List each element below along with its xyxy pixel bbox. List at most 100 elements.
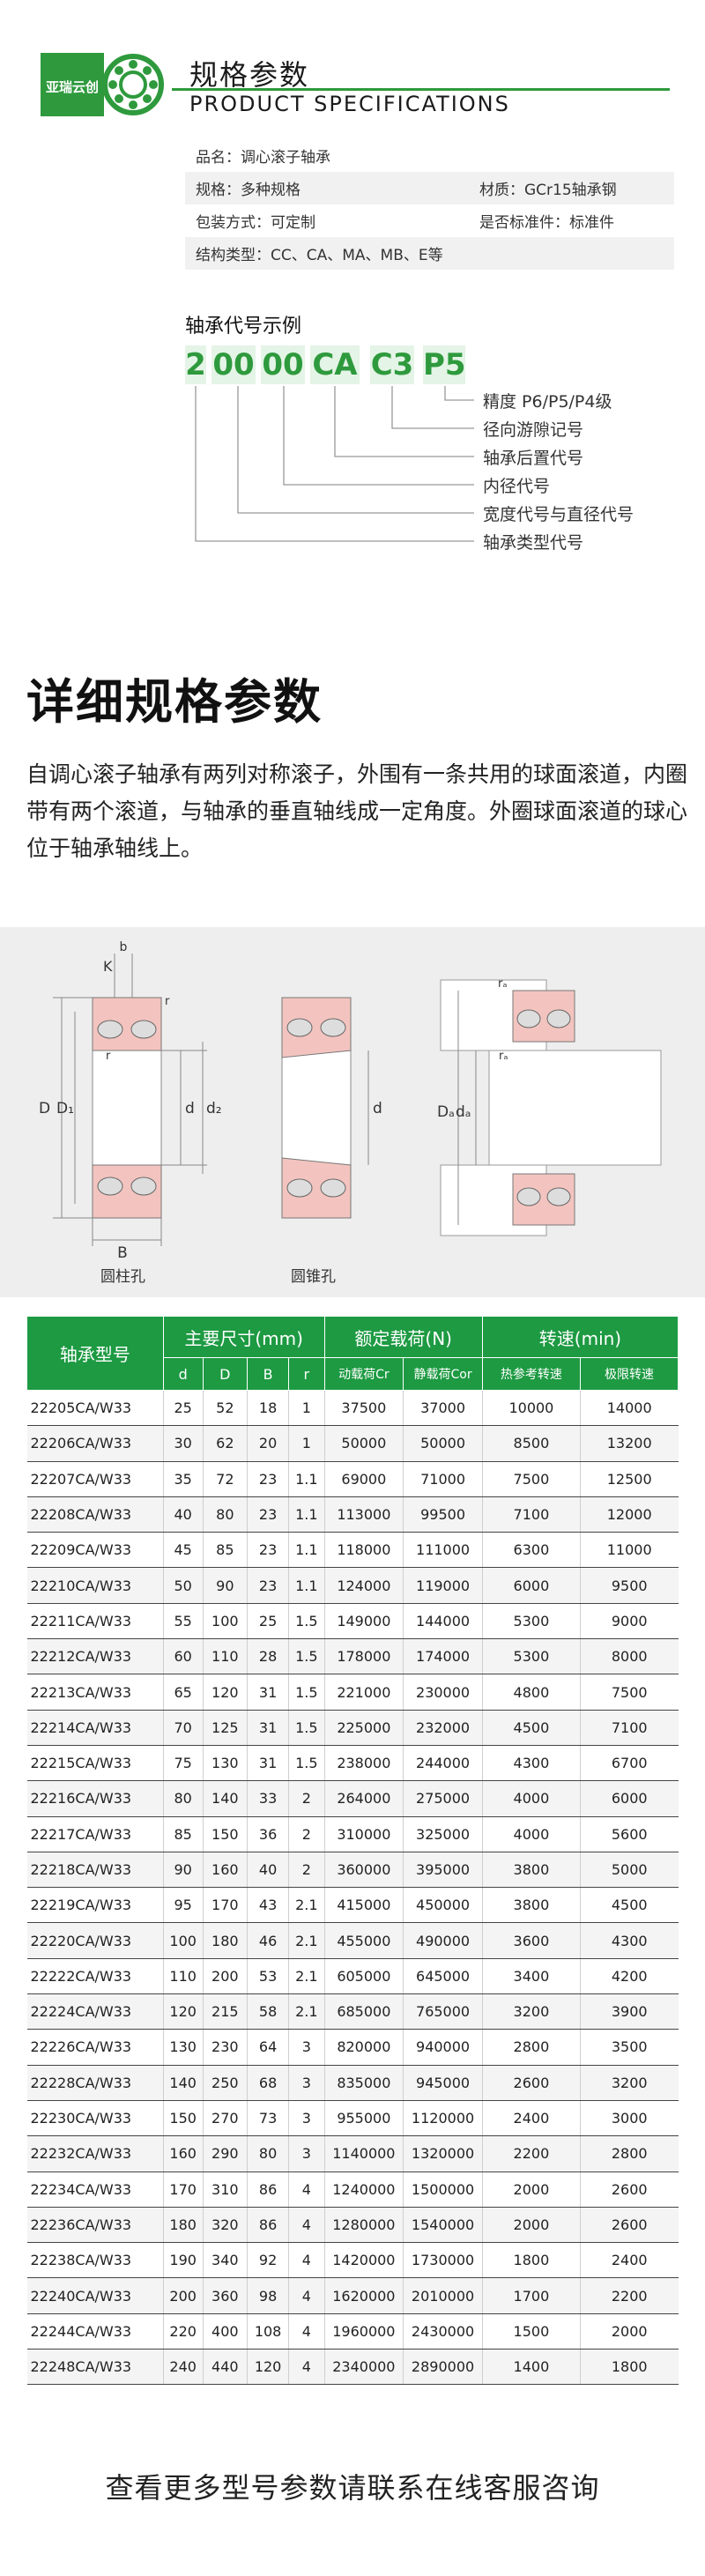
caption-tapered-bore: 圆锥孔: [291, 1268, 336, 1286]
cell-r: 2.1: [288, 1958, 325, 1995]
bearing-diagram: b K r r D D₁ d d₂ B d: [0, 927, 705, 1297]
cell-d: 120: [163, 1993, 204, 2030]
cell-limit-speed: 4200: [580, 1958, 679, 1995]
svg-text:亚瑞云创: 亚瑞云创: [46, 79, 99, 95]
cell-ref-speed: 5300: [482, 1603, 581, 1640]
cell-B: 43: [247, 1887, 290, 1924]
cell-d: 140: [163, 2065, 204, 2101]
cell-ref-speed: 6000: [482, 1567, 581, 1604]
cell-r: 2.1: [288, 1887, 325, 1924]
cell-d: 60: [163, 1638, 204, 1675]
cell-r: 1.1: [288, 1567, 325, 1604]
cell-limit-speed: 2800: [580, 2135, 679, 2172]
cell-ref-speed: 3800: [482, 1887, 581, 1924]
cell-d: 180: [163, 2207, 204, 2244]
cell-cr: 118000: [324, 1532, 404, 1569]
cell-B: 108: [247, 2313, 290, 2350]
cell-B: 98: [247, 2277, 290, 2314]
cell-model: 22240CA/W33: [26, 2277, 164, 2314]
cell-cor: 119000: [403, 1567, 483, 1604]
cell-limit-speed: 5000: [580, 1852, 679, 1889]
cell-B: 20: [247, 1425, 290, 1462]
cell-model: 22230CA/W33: [26, 2100, 164, 2137]
cell-d: 40: [163, 1496, 204, 1533]
header-speed: 转速(min): [481, 1316, 679, 1358]
svg-text:b: b: [120, 940, 128, 954]
product-info-table: 品名：调心滚子轴承 规格：多种规格 材质：GCr15轴承钢 包装方式：可定制 是…: [185, 139, 674, 270]
svg-text:K: K: [103, 958, 113, 975]
cell-cr: 264000: [324, 1780, 404, 1817]
cell-model: 22211CA/W33: [26, 1603, 164, 1640]
cell-cor: 244000: [403, 1745, 483, 1782]
cell-cr: 605000: [324, 1958, 404, 1995]
cell-r: 4: [288, 2349, 325, 2386]
cell-r: 1: [288, 1425, 325, 1462]
cell-ref-speed: 5300: [482, 1638, 581, 1675]
cell-B: 53: [247, 1958, 290, 1995]
cell-B: 64: [247, 2029, 290, 2066]
cell-r: 1.1: [288, 1461, 325, 1497]
cell-d: 100: [163, 1922, 204, 1959]
legend-bore: 内径代号: [483, 477, 551, 496]
detail-description: 自调心滚子轴承有两列对称滚子，外围有一条共用的球面滚道，内圈带有两个滚道，与轴承…: [26, 761, 688, 861]
cell-d: 90: [163, 1852, 204, 1889]
cell-limit-speed: 7100: [580, 1710, 679, 1746]
mounting-diagram: Dₐ dₐ rₐ rₐ: [437, 977, 662, 1236]
cell-D: 180: [203, 1922, 249, 1959]
cell-model: 22213CA/W33: [26, 1674, 164, 1711]
cell-limit-speed: 6000: [580, 1780, 679, 1817]
cell-B: 25: [247, 1603, 290, 1640]
cell-model: 22207CA/W33: [26, 1461, 164, 1497]
cell-d: 190: [163, 2242, 204, 2279]
cell-model: 22208CA/W33: [26, 1496, 164, 1533]
spec-table: 轴承型号 主要尺寸(mm) 额定载荷(N) 转速(min) d D B r 动载…: [26, 1316, 679, 2386]
cell-ref-speed: 3800: [482, 1852, 581, 1889]
cell-model: 22224CA/W33: [26, 1993, 164, 2030]
cell-ref-speed: 4500: [482, 1710, 581, 1746]
cell-d: 45: [163, 1532, 204, 1569]
caption-cylindrical-bore: 圆柱孔: [100, 1268, 145, 1286]
cell-limit-speed: 3200: [580, 2065, 679, 2101]
page-subtitle: PRODUCT SPECIFICATIONS: [189, 92, 510, 116]
info-structure: 结构类型：CC、CA、MA、MB、E等: [196, 247, 443, 264]
cell-B: 40: [247, 1852, 290, 1889]
cell-D: 150: [203, 1816, 249, 1852]
cell-limit-speed: 12000: [580, 1496, 679, 1533]
cell-D: 52: [203, 1390, 249, 1427]
cell-limit-speed: 2400: [580, 2242, 679, 2279]
cell-d: 25: [163, 1390, 204, 1427]
legend-type: 轴承类型代号: [483, 533, 584, 553]
cell-d: 70: [163, 1710, 204, 1746]
cell-d: 160: [163, 2135, 204, 2172]
cell-D: 170: [203, 1887, 249, 1924]
cell-limit-speed: 12500: [580, 1461, 679, 1497]
cell-cor: 645000: [403, 1958, 483, 1995]
header-r: r: [288, 1357, 325, 1391]
code-example-title: 轴承代号示例: [185, 316, 302, 338]
cell-r: 2: [288, 1816, 325, 1852]
cell-ref-speed: 4300: [482, 1745, 581, 1782]
info-product-name: 品名：调心滚子轴承: [196, 149, 330, 167]
cell-d: 130: [163, 2029, 204, 2066]
cell-limit-speed: 2200: [580, 2277, 679, 2314]
header-model: 轴承型号: [26, 1316, 164, 1391]
cell-model: 22214CA/W33: [26, 1710, 164, 1746]
cell-model: 22218CA/W33: [26, 1852, 164, 1889]
cell-cr: 1620000: [324, 2277, 404, 2314]
svg-text:D₁: D₁: [56, 1100, 74, 1117]
cell-limit-speed: 3000: [580, 2100, 679, 2137]
cell-cr: 225000: [324, 1710, 404, 1746]
svg-text:B: B: [117, 1244, 128, 1262]
cell-model: 22209CA/W33: [26, 1532, 164, 1569]
svg-text:r: r: [165, 995, 170, 1008]
cell-cor: 50000: [403, 1425, 483, 1462]
cell-cor: 940000: [403, 2029, 483, 2066]
cell-D: 400: [203, 2313, 249, 2350]
